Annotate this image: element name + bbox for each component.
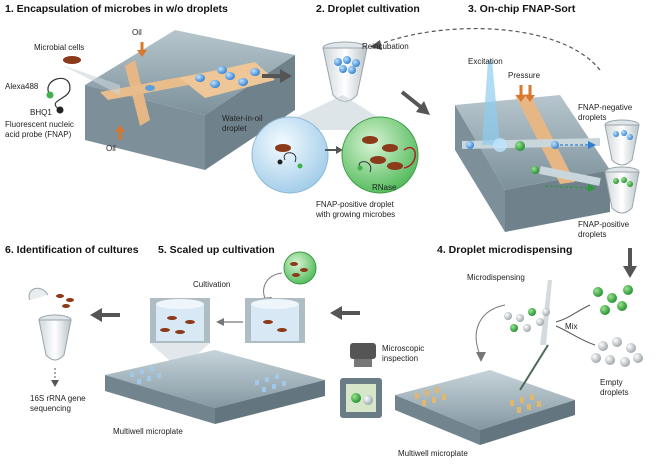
multiwell-plate-4 — [395, 370, 575, 445]
green-droplets-cluster — [593, 285, 633, 315]
reincubation-arrow — [377, 28, 601, 71]
label-neg-2: droplets — [578, 113, 607, 122]
mix-arrow-grey — [555, 325, 596, 346]
zoom-cone — [62, 65, 120, 95]
plate-wells-5 — [130, 366, 286, 392]
step-1-title: 1. Encapsulation of microbes in w/o drop… — [5, 3, 228, 15]
positive-tube — [604, 166, 640, 214]
encapsulation-droplets — [145, 66, 260, 91]
label-microdispensing: Microdispensing — [467, 273, 525, 282]
step-2-title: 2. Droplet cultivation — [316, 3, 420, 15]
zoom-cone-5 — [150, 343, 210, 370]
excitation-beam — [482, 60, 500, 145]
microdispensing-arrow — [475, 304, 506, 356]
arrow-2-to-3 — [400, 90, 424, 110]
label-posd-2: droplets — [578, 230, 607, 239]
label-microbial-cells: Microbial cells — [34, 43, 85, 52]
step-4-title: 4. Droplet microdispensing — [437, 244, 573, 256]
label-pos-drop-1: FNAP-positive droplet — [316, 200, 394, 209]
label-fnap-1: Fluorescent nucleic — [5, 120, 74, 129]
label-excitation: Excitation — [468, 57, 503, 66]
rnase-arrow — [403, 147, 416, 169]
label-alexa: Alexa488 — [5, 82, 39, 91]
mix-arrow-green — [555, 304, 591, 323]
label-rnase: RNase — [372, 183, 397, 192]
empty-droplets-cluster — [591, 337, 643, 367]
label-microscopic-2: inspection — [382, 354, 419, 363]
fnap-probe-icon — [46, 77, 71, 114]
cultivation-arrow — [263, 272, 283, 301]
cultivation-droplet — [283, 251, 317, 285]
well-large-2 — [245, 298, 305, 343]
microbial-cell-icon — [63, 56, 81, 64]
positive-path-arrow — [544, 185, 591, 189]
label-oil-bottom: Oil — [106, 144, 116, 153]
label-neg-1: FNAP-negative — [578, 103, 633, 112]
droplet-positive-stage — [341, 116, 419, 194]
well-large-1 — [150, 298, 210, 343]
label-pressure: Pressure — [508, 71, 541, 80]
label-fnap-2: acid probe (FNAP) — [5, 130, 72, 139]
incubation-tube — [322, 41, 368, 102]
label-rrna-2: sequencing — [30, 404, 71, 413]
label-pos-drop-2: with growing microbes — [316, 210, 396, 219]
label-microscopic-1: Microscopic — [382, 344, 425, 353]
label-multiwell-5: Multiwell microplate — [113, 427, 183, 436]
mixed-droplets — [504, 308, 550, 332]
label-posd-1: FNAP-positive — [578, 220, 630, 229]
label-water-1: Water-in-oil — [222, 114, 263, 123]
label-empty-1: Empty — [600, 378, 623, 387]
droplet-empty-stage — [251, 116, 329, 194]
step-5-title: 5. Scaled up cultivation — [158, 244, 275, 256]
label-rrna-1: 16S rRNA gene — [30, 394, 86, 403]
label-cultivation: Cultivation — [193, 280, 231, 289]
negative-tube — [604, 119, 640, 166]
label-oil-top: Oil — [132, 28, 142, 37]
microscope-well-view — [340, 378, 382, 418]
microscope-objective-icon — [350, 343, 376, 367]
step-6-title: 6. Identification of cultures — [5, 244, 139, 256]
identification-tube — [28, 287, 74, 361]
label-multiwell-4: Multiwell microplate — [398, 449, 468, 458]
plate-wells-4 — [415, 387, 541, 413]
label-bhq: BHQ1 — [30, 108, 52, 117]
label-reincubation: Reincubation — [362, 42, 409, 51]
step-3-title: 3. On-chip FNAP-Sort — [468, 3, 576, 15]
label-water-2: droplet — [222, 124, 247, 133]
dispense-tip — [519, 344, 549, 391]
multiwell-plate-5 — [105, 350, 325, 424]
label-mix: Mix — [565, 322, 578, 331]
label-empty-2: droplets — [600, 388, 629, 397]
